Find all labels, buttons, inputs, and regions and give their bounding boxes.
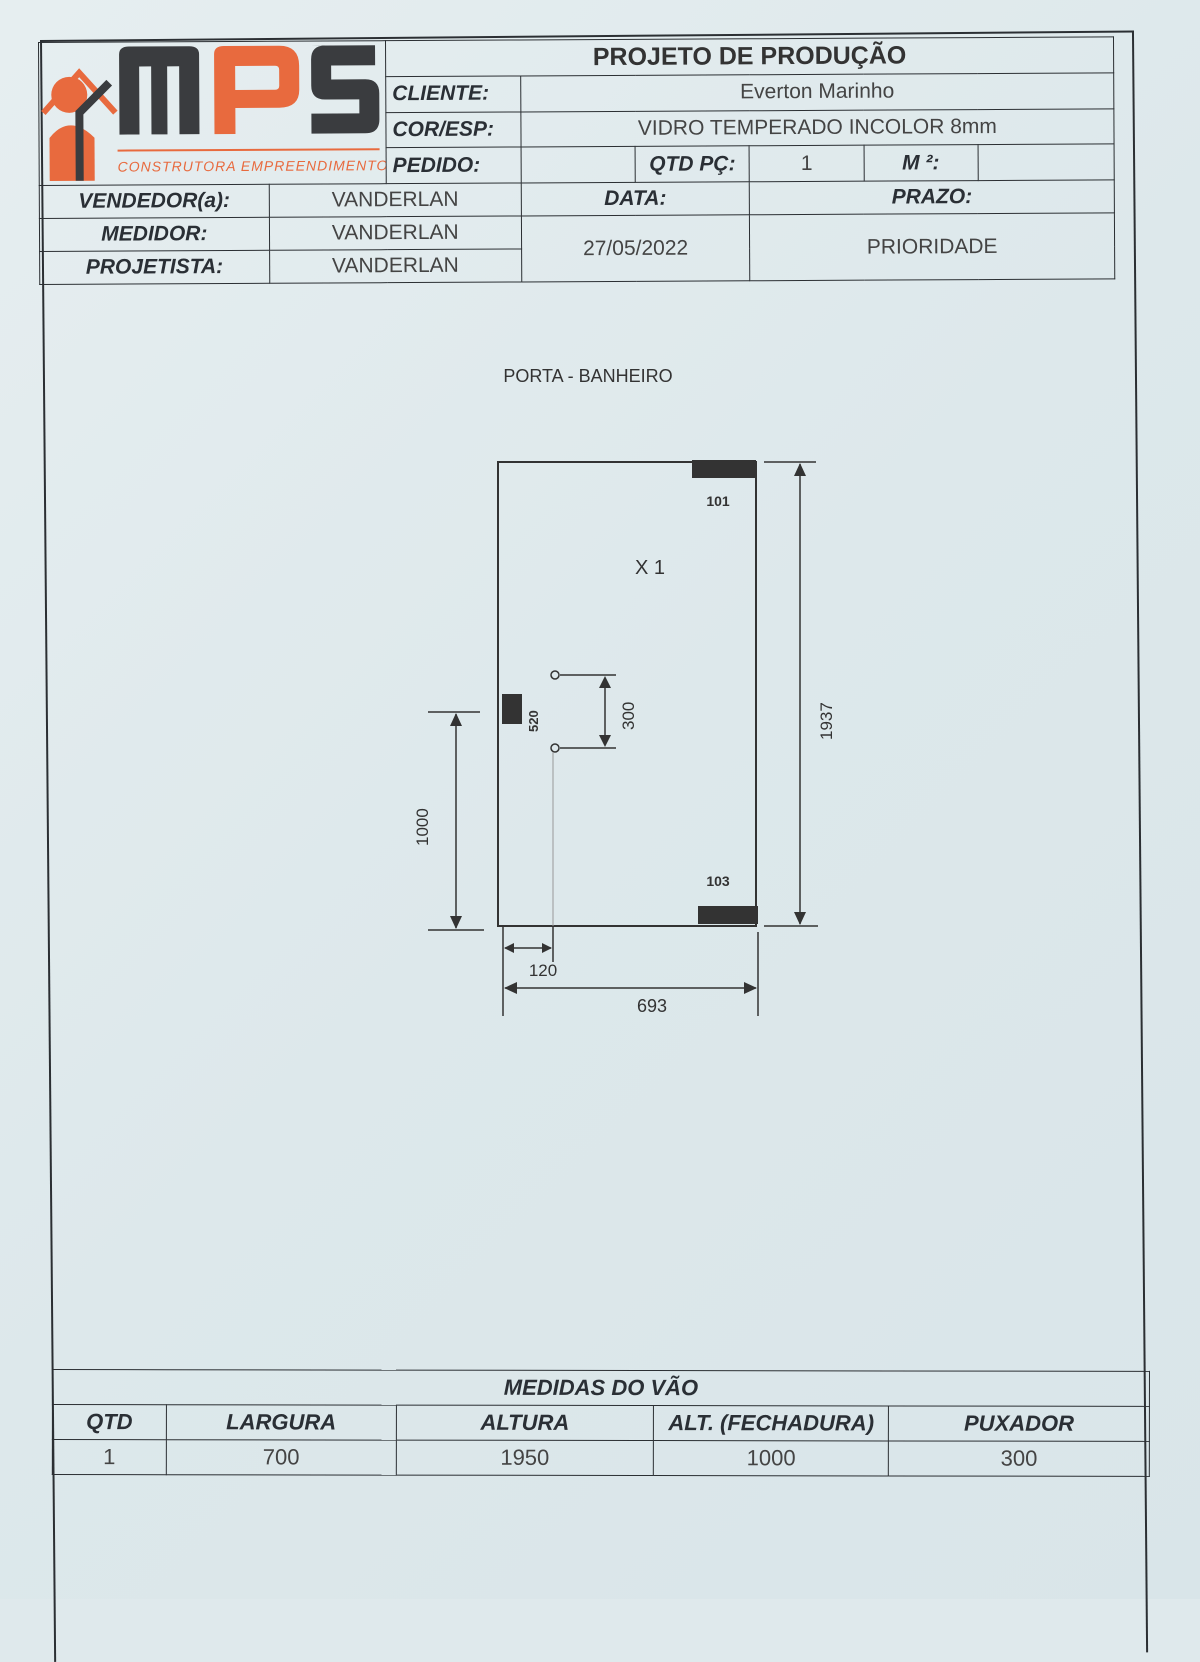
handle-offset-dimension: 120 — [529, 961, 557, 980]
handle-hole-bottom — [550, 743, 560, 753]
door-drawing: PORTA - BANHEIRO 101 103 X 1 520 300 193… — [413, 366, 836, 1016]
col-largura: LARGURA — [166, 1404, 397, 1441]
height-dimension: 1937 — [817, 702, 836, 740]
glass-panel-outline — [497, 461, 757, 927]
col-puxador: PUXADOR — [888, 1405, 1150, 1442]
drawing-title: PORTA - BANHEIRO — [503, 366, 672, 386]
cell-largura: 700 — [166, 1439, 397, 1476]
lock-code: 520 — [526, 710, 541, 732]
handle-hole-top — [550, 670, 560, 680]
logo-cell: CONSTRUTORA EMPREENDIMENTOS — [38, 40, 387, 186]
mps-logo-graphic — [41, 45, 380, 181]
cell-qtd: 1 — [52, 1439, 167, 1475]
lock-height-dimension: 1000 — [413, 808, 432, 846]
hinge-bottom-marker — [698, 906, 758, 924]
cell-puxador: 300 — [888, 1440, 1150, 1477]
header-table: CONSTRUTORA EMPREENDIMENTOS PROJETO DE P… — [38, 36, 1115, 285]
hinge-top-marker — [692, 460, 756, 478]
company-logo: CONSTRUTORA EMPREENDIMENTOS — [39, 41, 386, 185]
cell-alt-fechadura: 1000 — [653, 1440, 889, 1476]
handle-spacing-dimension: 300 — [619, 702, 638, 730]
hinge-bottom-code: 103 — [706, 873, 730, 889]
col-qtd: QTD — [52, 1404, 167, 1440]
table-row: 1 700 1950 1000 300 — [52, 1439, 1150, 1477]
medidas-table: MEDIDAS DO VÃO QTD LARGURA ALTURA ALT. (… — [52, 1369, 1150, 1477]
hinge-top-code: 101 — [706, 493, 730, 509]
lock-marker — [502, 694, 522, 724]
quantity-mark: X 1 — [635, 557, 665, 579]
medidas-title: MEDIDAS DO VÃO — [52, 1369, 1150, 1407]
col-alt-fechadura: ALT. (FECHADURA) — [653, 1405, 889, 1441]
width-dimension: 693 — [637, 996, 667, 1016]
col-altura: ALTURA — [396, 1405, 654, 1441]
cell-altura: 1950 — [395, 1440, 654, 1476]
